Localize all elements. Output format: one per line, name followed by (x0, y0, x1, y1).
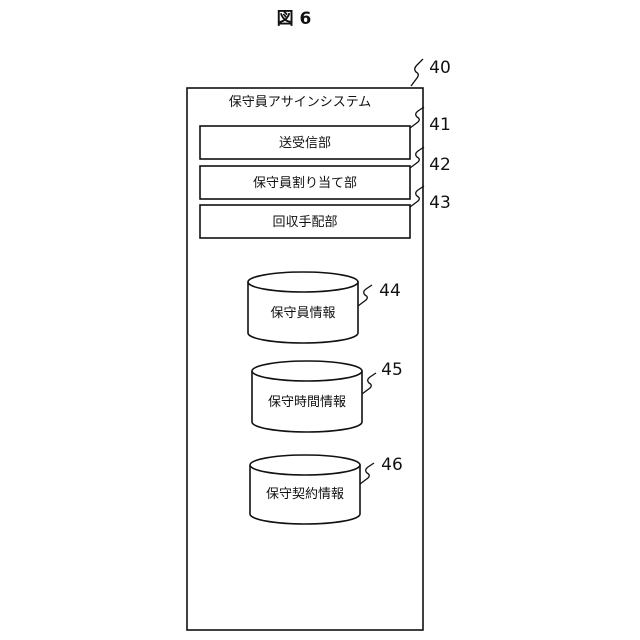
unit-label-transceiver: 送受信部 (279, 136, 331, 151)
database-ref-number-44: 44 (379, 281, 401, 301)
figure-title: 図 6 (277, 9, 312, 29)
unit-ref-number-42: 42 (429, 155, 451, 175)
database-label-44: 保守員情報 (270, 306, 335, 321)
system-leader-line (411, 59, 423, 86)
unit-ref-number-41: 41 (429, 115, 451, 135)
system-ref-number: 40 (429, 58, 451, 78)
database-label-46: 保守契約情報 (266, 487, 344, 502)
unit-label-collection: 回収手配部 (272, 215, 337, 230)
database-ref-number-46: 46 (381, 455, 403, 475)
database-ref-number-45: 45 (381, 360, 403, 380)
unit-ref-number-43: 43 (429, 193, 451, 213)
unit-label-assignment: 保守員割り当て部 (253, 175, 357, 191)
database-label-45: 保守時間情報 (268, 395, 346, 410)
system-label: 保守員アサインシステム (229, 95, 372, 110)
